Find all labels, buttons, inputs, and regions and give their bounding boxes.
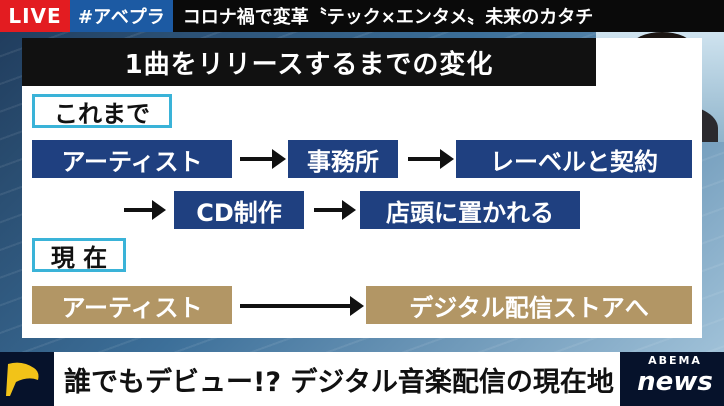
arrow-icon bbox=[314, 200, 356, 220]
caption-text: 誰でもデビュー!? デジタル音楽配信の現在地 bbox=[54, 352, 620, 406]
step-digital-store: デジタル配信ストアへ bbox=[366, 286, 692, 324]
label-now: 現 在 bbox=[32, 238, 126, 272]
top-ticker: LIVE #アベプラ コロナ禍で変革〝テック×エンタメ〟未来のカタチ bbox=[0, 0, 724, 32]
step-in-store: 店頭に置かれる bbox=[360, 191, 580, 229]
arrow-icon bbox=[124, 200, 166, 220]
arrow-icon bbox=[240, 149, 286, 169]
step-cd-production: CD制作 bbox=[174, 191, 304, 229]
info-board: 1曲をリリースするまでの変化 これまで アーティスト 事務所 レーベルと契約 C… bbox=[22, 38, 702, 338]
logo-line1: ABEMA bbox=[648, 354, 702, 367]
step-label-contract: レーベルと契約 bbox=[456, 140, 692, 178]
board-title: 1曲をリリースするまでの変化 bbox=[22, 38, 596, 86]
live-badge: LIVE bbox=[0, 0, 70, 32]
step-agency: 事務所 bbox=[288, 140, 398, 178]
step-artist-now: アーティスト bbox=[32, 286, 232, 324]
logo-line2: news bbox=[637, 367, 713, 397]
step-artist: アーティスト bbox=[32, 140, 232, 178]
abema-news-logo: ABEMA news bbox=[628, 354, 722, 404]
headline-text: コロナ禍で変革〝テック×エンタメ〟未来のカタチ bbox=[172, 0, 724, 32]
flag-icon bbox=[6, 362, 39, 396]
arrow-icon bbox=[408, 149, 454, 169]
hashtag-badge: #アベプラ bbox=[70, 0, 173, 32]
label-before: これまで bbox=[32, 94, 172, 128]
arrow-icon bbox=[240, 296, 364, 316]
